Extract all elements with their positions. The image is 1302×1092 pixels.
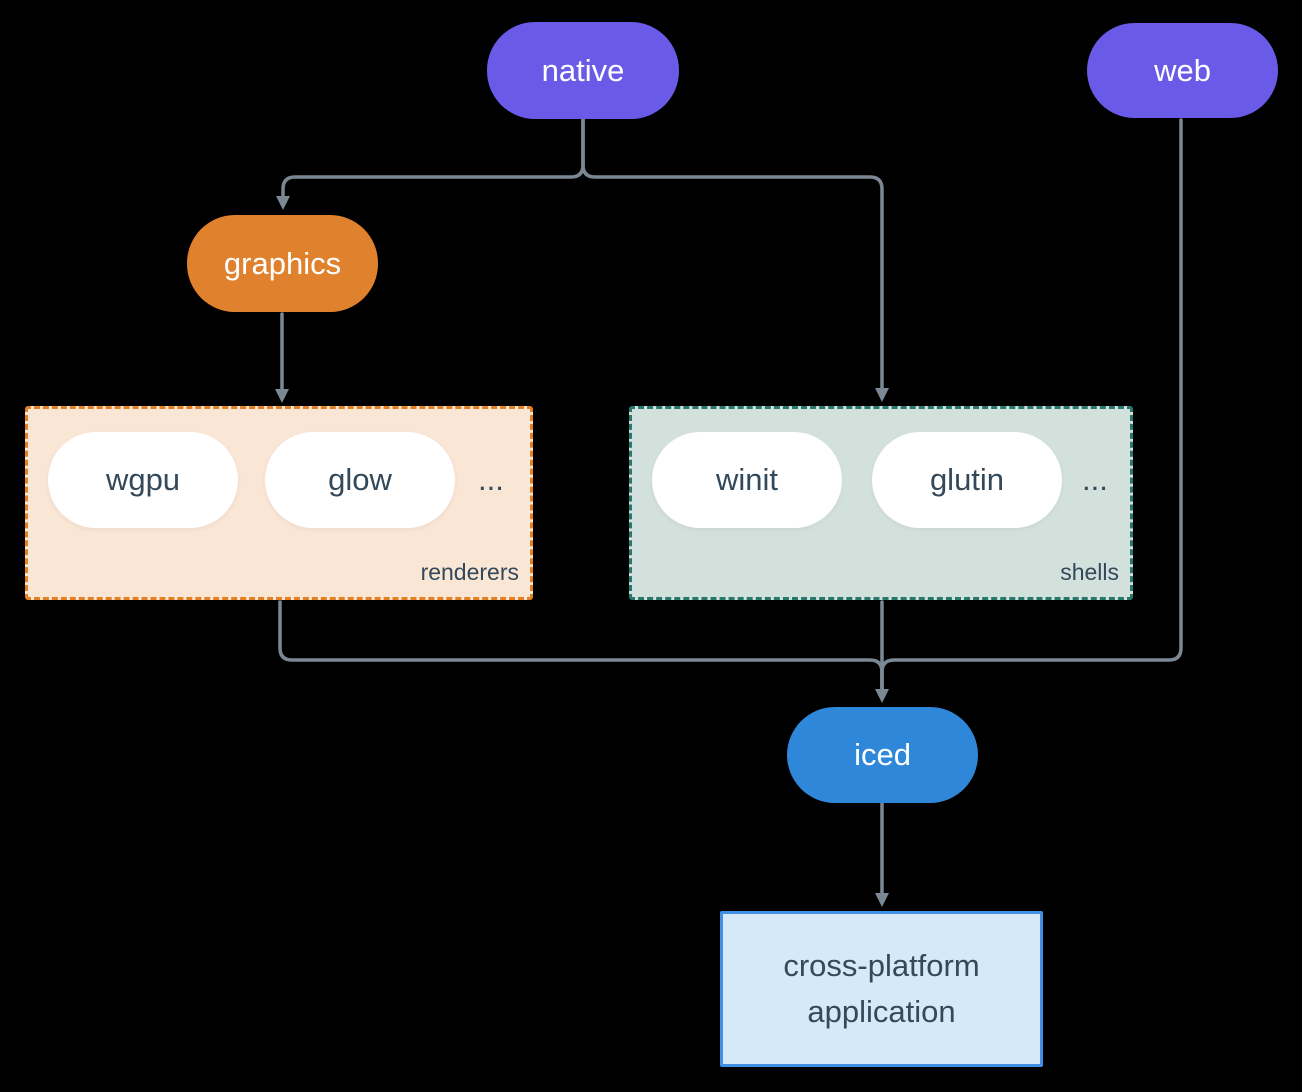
- arrowhead-shells-icon: [875, 388, 889, 402]
- graphics-node: graphics: [187, 215, 378, 312]
- edge-native-shells: [581, 117, 884, 390]
- wgpu-node: wgpu: [48, 432, 238, 528]
- iced-label: iced: [854, 737, 911, 772]
- renderers-group: wgpu glow ... renderers: [25, 406, 533, 600]
- application-label-line1: cross-platform: [783, 948, 980, 983]
- wgpu-label: wgpu: [105, 462, 181, 497]
- edge-native-graphics: [281, 117, 585, 199]
- arrowhead-application-icon: [875, 893, 889, 907]
- arrowhead-renderers-icon: [275, 389, 289, 403]
- edge-web-iced: [880, 118, 1183, 691]
- native-node: native: [487, 22, 679, 119]
- glutin-node: glutin: [872, 432, 1062, 528]
- winit-label: winit: [715, 462, 778, 497]
- web-label: web: [1154, 52, 1211, 88]
- glutin-label: glutin: [929, 462, 1005, 497]
- arrowhead-iced-icon: [875, 689, 889, 703]
- application-label-line2: application: [807, 994, 956, 1029]
- glow-label: glow: [328, 462, 392, 497]
- shells-group-label: shells: [1060, 559, 1119, 585]
- shells-ellipsis: ...: [1082, 462, 1108, 497]
- native-label: native: [541, 52, 625, 88]
- renderers-ellipsis: ...: [478, 462, 504, 497]
- iced-node: iced: [787, 707, 978, 803]
- arrowhead-graphics-icon: [276, 196, 290, 210]
- edge-renderers-iced: [278, 600, 884, 691]
- application-node: cross-platform application: [720, 911, 1043, 1067]
- shells-group: winit glutin ... shells: [629, 406, 1133, 600]
- graphics-label: graphics: [223, 245, 342, 281]
- renderers-group-label: renderers: [420, 559, 519, 585]
- winit-node: winit: [652, 432, 842, 528]
- glow-node: glow: [265, 432, 455, 528]
- web-node: web: [1087, 23, 1278, 118]
